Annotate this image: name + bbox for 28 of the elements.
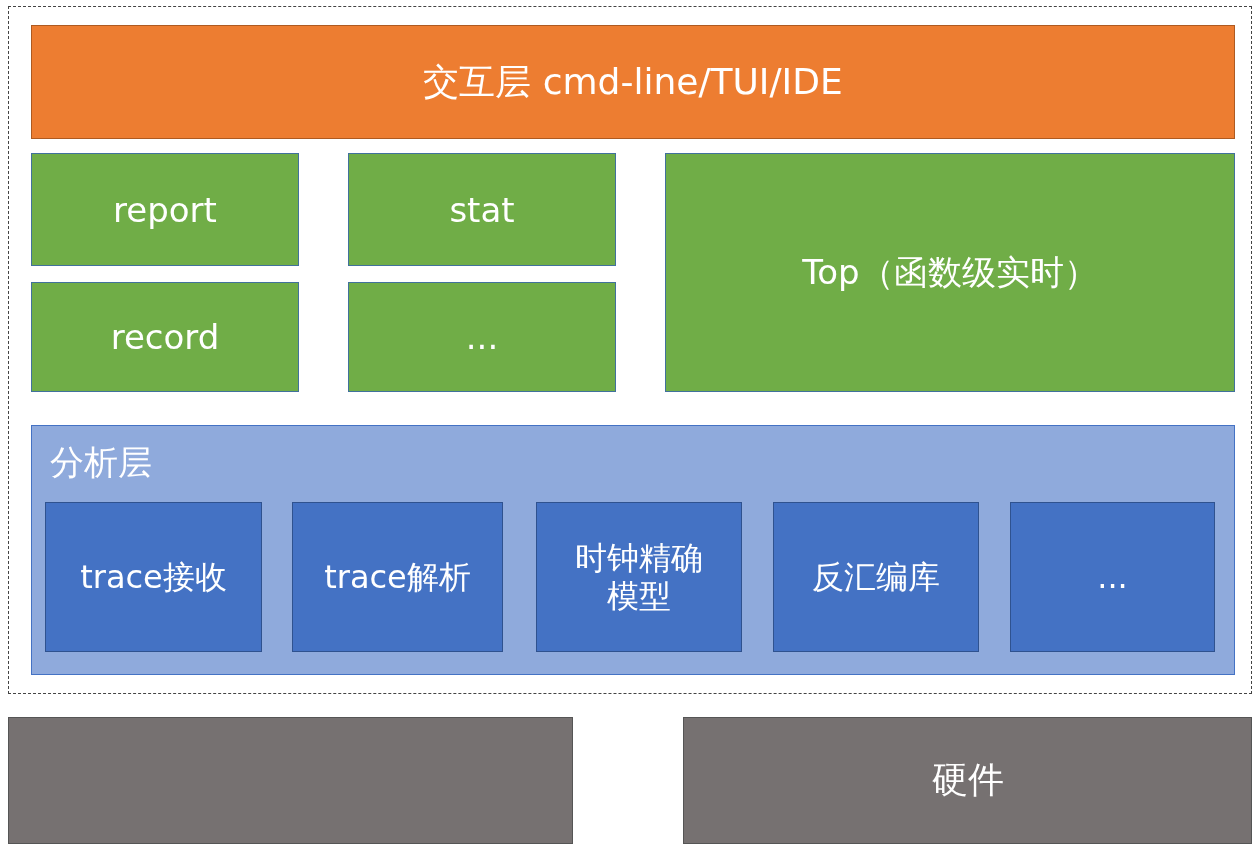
module-box (1010, 502, 1215, 652)
layer-panel (31, 425, 1235, 675)
platform-box (683, 717, 1252, 844)
platform-box (8, 717, 573, 844)
box-label: stat (449, 189, 515, 230)
box-label: 交互层 cmd-line/TUI/IDE (423, 59, 843, 104)
box-label: 时钟精确模型 (574, 538, 704, 616)
panel-heading: 分析层 (50, 441, 152, 484)
box-label: trace解析 (323, 557, 472, 597)
module-box (292, 502, 503, 652)
box-label: Top（函数级实时） (802, 250, 1098, 294)
box-label: ... (1096, 557, 1129, 597)
module-box (773, 502, 979, 652)
module-box (348, 282, 616, 392)
module-box (665, 153, 1235, 392)
box-label: ... (465, 317, 499, 357)
box-label: record (110, 317, 220, 357)
module-box (31, 282, 299, 392)
module-box (348, 153, 616, 266)
box-label: report (113, 189, 217, 230)
module-box (45, 502, 262, 652)
module-box (31, 153, 299, 266)
box-label: 反汇编库 (811, 557, 941, 597)
layer-band (31, 25, 1235, 139)
module-box (536, 502, 742, 652)
box-label: trace接收 (79, 557, 228, 597)
dashed-frame (8, 6, 1252, 694)
box-label: 硬件 (931, 758, 1004, 802)
